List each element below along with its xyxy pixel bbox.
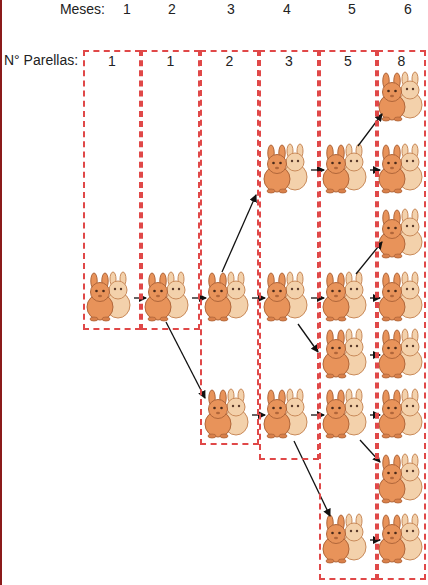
row-heading: N° Parellas: <box>4 52 78 68</box>
arrow <box>222 195 256 272</box>
row-heading: Meses: <box>60 1 105 17</box>
pair-count: 3 <box>261 53 317 69</box>
rabbit-pair <box>323 144 366 193</box>
rabbit-pair <box>379 514 422 563</box>
rabbit-pair <box>379 72 422 121</box>
month-column: 3 <box>259 50 319 460</box>
rabbit-pair <box>323 272 366 321</box>
pair-count: 8 <box>379 53 424 69</box>
pair-count: 5 <box>321 53 375 69</box>
month-number: 4 <box>283 1 291 17</box>
rabbit-pair <box>379 272 422 321</box>
pair-count: 1 <box>143 53 198 69</box>
rabbit-pair <box>264 272 307 321</box>
rabbit-pair <box>145 272 188 321</box>
month-number: 5 <box>348 1 356 17</box>
rabbit-pair <box>323 329 366 378</box>
pair-count: 1 <box>85 53 139 69</box>
rabbit-pair <box>379 389 422 438</box>
month-column: 1 <box>141 50 200 330</box>
rabbit-pair <box>323 514 366 563</box>
month-column: 8 <box>377 50 426 580</box>
month-number: 2 <box>168 1 176 17</box>
month-number: 3 <box>227 1 235 17</box>
rabbit-pair <box>264 389 307 438</box>
pair-count: 2 <box>202 53 257 69</box>
month-column: 2 <box>200 50 259 445</box>
rabbit-pair <box>379 209 422 258</box>
rabbit-pair <box>264 144 307 193</box>
month-column: 1 <box>83 50 141 330</box>
month-number: 6 <box>404 1 412 17</box>
rabbit-pair <box>379 454 422 503</box>
rabbit-pair <box>87 272 130 321</box>
rabbit-pair <box>379 144 422 193</box>
month-column: 5 <box>319 50 377 580</box>
arrow <box>294 441 330 516</box>
arrow <box>298 324 318 352</box>
rabbit-pair <box>205 272 248 321</box>
month-number: 1 <box>123 1 131 17</box>
rabbit-pair <box>379 329 422 378</box>
rabbit-pair <box>205 389 248 438</box>
rabbit-pair <box>323 389 366 438</box>
frame-line <box>0 0 2 585</box>
